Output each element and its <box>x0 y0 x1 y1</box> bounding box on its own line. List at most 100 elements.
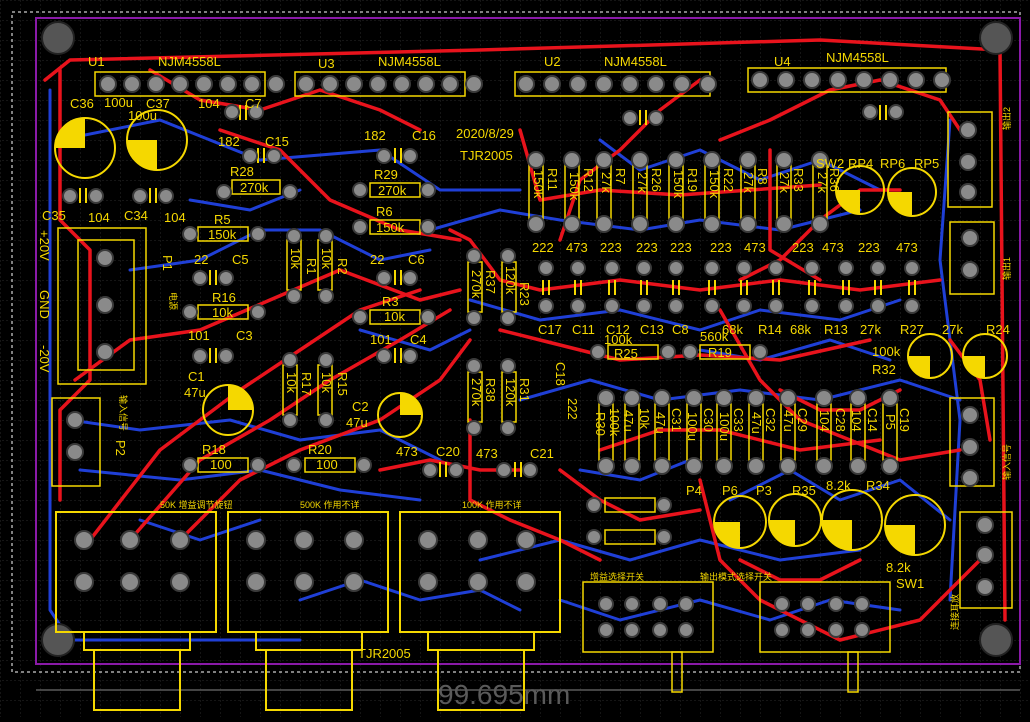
label-c32: SW1 <box>896 576 924 591</box>
resBotLabels-13: 47u <box>781 410 796 432</box>
resBotLabels-16: C14 <box>865 408 880 432</box>
resTopLabels-3: 150k <box>567 172 582 201</box>
label-c4-val: 101 <box>370 332 392 347</box>
pot-rp5[interactable] <box>399 511 561 711</box>
label-r20: R20 <box>308 442 332 457</box>
label-c23: R27 <box>900 322 924 337</box>
top-copper-layer <box>43 38 1007 642</box>
capValLabels-2: 223 <box>600 240 622 255</box>
resBotLabels-8: C33 <box>731 408 746 432</box>
resTopLabels-4: R7 <box>613 168 628 185</box>
label-r29: R29 <box>374 167 398 182</box>
label-r3: R3 <box>382 294 399 309</box>
label-c1: C1 <box>188 369 205 384</box>
capRefLabels-2: C12 <box>606 322 630 337</box>
resTopLabels-6: R26 <box>649 168 664 192</box>
label-r23: R23 <box>517 282 532 306</box>
label-r1-val: 10k <box>288 248 303 269</box>
label-r16: R16 <box>212 290 236 305</box>
label-r4-val: R19 <box>708 345 732 360</box>
label-c26-val: R24 <box>986 322 1010 337</box>
label-c9: 68k <box>722 322 743 337</box>
capRefLabels-1: C11 <box>572 322 595 337</box>
switch-sw2[interactable] <box>759 581 891 693</box>
label-c35: C35 <box>42 208 66 223</box>
board-author-bottom: TJR2005 <box>358 646 411 661</box>
label-r37: R37 <box>483 270 498 294</box>
label-c36-val: 100u <box>104 95 133 110</box>
label-c35-val: 104 <box>88 210 110 225</box>
switch-sw1[interactable] <box>582 581 714 693</box>
resTopLabels-15: 27k <box>777 172 792 193</box>
label-c15: C15 <box>265 134 289 149</box>
resBotLabels-15: 104 <box>817 410 832 432</box>
label-r1: R1 <box>304 258 319 275</box>
connector-p5[interactable] <box>947 111 993 208</box>
note-p5: 输出2 <box>1001 107 1012 130</box>
capValLabels-10: 473 <box>896 240 918 255</box>
resTopLabels-14: R33 <box>791 168 806 192</box>
label-r31: R31 <box>517 378 532 402</box>
label-r5: R5 <box>214 212 231 227</box>
label-r29-val: 270k <box>378 183 407 198</box>
label-r18-val: 100 <box>210 457 232 472</box>
resTopLabels-0: R11 <box>545 168 560 191</box>
label-r2: R2 <box>335 258 350 275</box>
label-c34-val: 104 <box>164 210 186 225</box>
note-p1: 电源 <box>168 292 179 310</box>
label-r31-val: 120k <box>503 378 518 407</box>
resBotLabels-2: 10k <box>637 408 652 429</box>
through-hole-pads <box>62 71 994 638</box>
ic-u1[interactable] <box>94 71 266 97</box>
note-p6: 输入信号 <box>1001 444 1012 480</box>
ic-u1-part: NJM4558L <box>158 54 221 69</box>
capRefLabels-3: C13 <box>640 322 664 337</box>
resBotLabels-19: P5 <box>883 414 898 430</box>
label-r16-val: 10k <box>212 305 233 320</box>
board-dimension: 99.695mm <box>438 679 570 710</box>
pot-rp4[interactable] <box>55 511 217 711</box>
silkscreen-labels: U1 NJM4558L U3 NJM4558L U2 NJM4558L U4 N… <box>37 50 1012 710</box>
connector-p2[interactable] <box>51 397 101 487</box>
label-c4: C4 <box>410 332 427 347</box>
label-c18: C18 <box>553 362 568 386</box>
label-c28-val: RP6 <box>880 156 905 171</box>
ic-u3-part: NJM4558L <box>378 54 441 69</box>
resBotLabels-9: 100u <box>717 412 732 441</box>
label-c31: P6 <box>722 483 738 498</box>
resBotLabels-4: C31 <box>669 408 684 432</box>
resBotLabels-6: C30 <box>701 408 716 432</box>
label-c16-val: 182 <box>364 128 386 143</box>
label-c24: 68k <box>790 322 811 337</box>
resTopLabels-13: 27k <box>741 172 756 193</box>
label-c28: RP5 <box>914 156 939 171</box>
label-r9: 100k <box>604 332 633 347</box>
note-sw1: 增益选择开关 <box>590 571 644 582</box>
ic-u4-ref: U4 <box>774 54 791 69</box>
pot-rp6[interactable] <box>227 511 389 711</box>
resBotLabels-14: C28 <box>833 408 848 432</box>
ic-u3-ref: U3 <box>318 56 335 71</box>
label-c30: R35 <box>792 483 816 498</box>
potentiometers <box>55 511 561 711</box>
resTopLabels-12: R8 <box>755 168 770 185</box>
keepout-outline <box>35 17 1021 665</box>
note-sw2: 输出模式选择开关 <box>700 571 772 582</box>
label-c6: C6 <box>408 252 425 267</box>
label-c30-val: P3 <box>756 483 772 498</box>
label-c36: C36 <box>70 96 94 111</box>
capValLabels-0: 222 <box>532 240 554 255</box>
note-p2: 输入信号 <box>118 395 129 431</box>
label-c2-val: 47u <box>346 415 368 430</box>
label-r28: R28 <box>230 164 254 179</box>
connector-p1[interactable] <box>57 227 147 385</box>
label-c21-val: 473 <box>476 446 498 461</box>
capValLabels-6: 473 <box>744 240 766 255</box>
connector-p4[interactable] <box>949 221 995 295</box>
label-r9-val: R25 <box>614 346 638 361</box>
label-r17: R17 <box>299 372 314 396</box>
label-p1-minus20: -20V <box>37 345 52 373</box>
label-c6-val: 22 <box>370 252 384 267</box>
connector-p3[interactable] <box>959 511 1013 609</box>
